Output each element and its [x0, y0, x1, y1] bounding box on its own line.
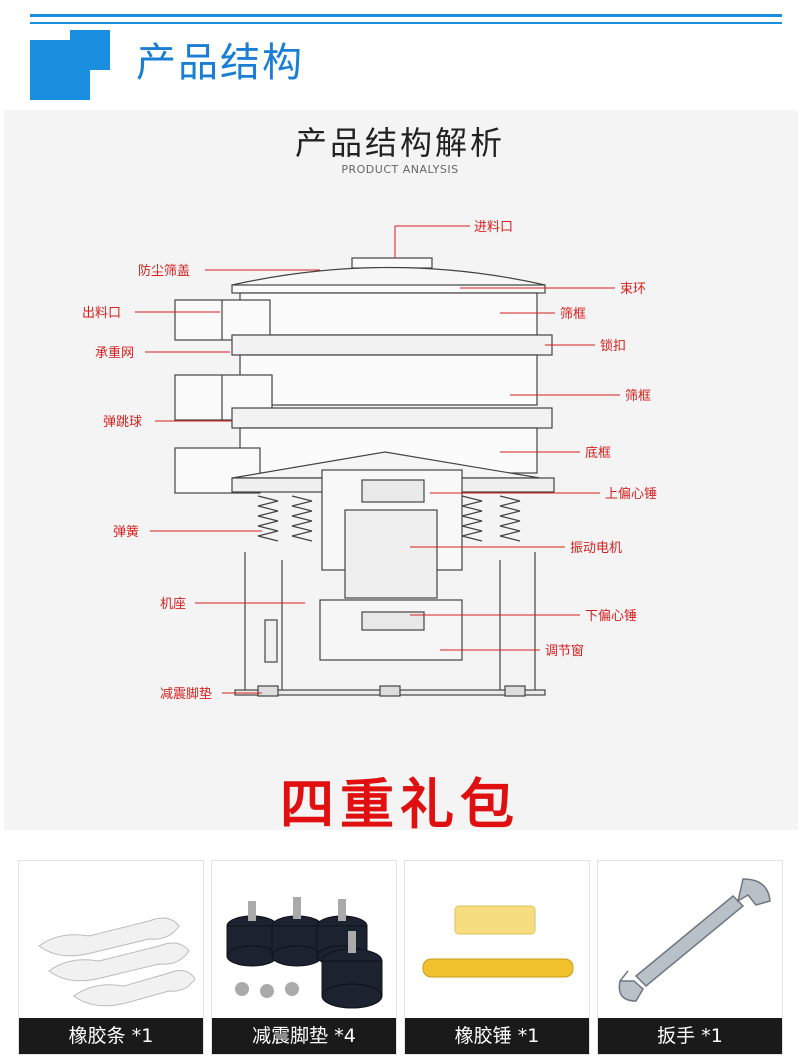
- label-dust-cover: 防尘筛盖: [138, 263, 190, 279]
- header-logo-block: [70, 70, 90, 100]
- section-title: 产品结构: [136, 40, 304, 86]
- label-bearing-mesh: 承重网: [95, 345, 134, 361]
- gift-title: 四重礼包: [280, 772, 520, 836]
- header-logo-block: [30, 40, 70, 100]
- gift-item: 减震脚垫 *4: [211, 860, 397, 1055]
- label-inlet: 进料口: [474, 220, 513, 235]
- label-damping-pad: 减震脚垫: [160, 686, 212, 702]
- header-logo-block: [70, 30, 110, 70]
- diagram-subtitle: PRODUCT ANALYSIS: [341, 163, 459, 176]
- gift-item: 橡胶条 *1: [18, 860, 204, 1055]
- label-screen-frame-2: 筛框: [625, 389, 651, 404]
- gift-caption: 橡胶条 *1: [19, 1018, 203, 1054]
- rubber-strip-icon: [38, 917, 196, 1007]
- label-clamp-ring: 束环: [620, 282, 646, 297]
- gift-caption: 减震脚垫 *4: [212, 1018, 396, 1054]
- label-lock-buckle: 锁扣: [600, 338, 626, 354]
- rubber-hammer-icon: [422, 905, 574, 978]
- gift-caption: 橡胶锤 *1: [405, 1018, 589, 1054]
- label-bounce-ball: 弹跳球: [103, 415, 142, 430]
- label-outlet: 出料口: [82, 306, 121, 321]
- gift-item: 橡胶锤 *1: [404, 860, 590, 1055]
- gift-item: 扳手 *1: [597, 860, 783, 1055]
- structure-diagram: 进料口 防尘筛盖 束环 出料口 筛框 承重网 锁扣 筛框 弹跳球 底框 上偏心锤…: [82, 220, 657, 702]
- label-upper-weight: 上偏心锤: [605, 487, 657, 502]
- label-base-frame: 底框: [585, 445, 611, 461]
- label-machine-base: 机座: [160, 597, 186, 612]
- header-top-line: [30, 14, 782, 17]
- header-top-line-thin: [30, 22, 782, 24]
- label-screen-frame-1: 筛框: [560, 307, 586, 322]
- gift-caption: 扳手 *1: [598, 1018, 782, 1054]
- diagram-title: 产品结构解析: [294, 124, 505, 162]
- gift-list: 橡胶条 *1 减震脚垫 *4 橡胶锤 *1: [18, 860, 784, 1055]
- label-adjust-window: 调节窗: [545, 643, 584, 659]
- label-spring: 弹簧: [113, 524, 139, 540]
- label-lower-weight: 下偏心锤: [585, 609, 637, 624]
- damping-pad-icon: [226, 897, 383, 1009]
- label-vibration-motor: 振动电机: [570, 541, 622, 556]
- wrench-icon: [618, 878, 771, 1002]
